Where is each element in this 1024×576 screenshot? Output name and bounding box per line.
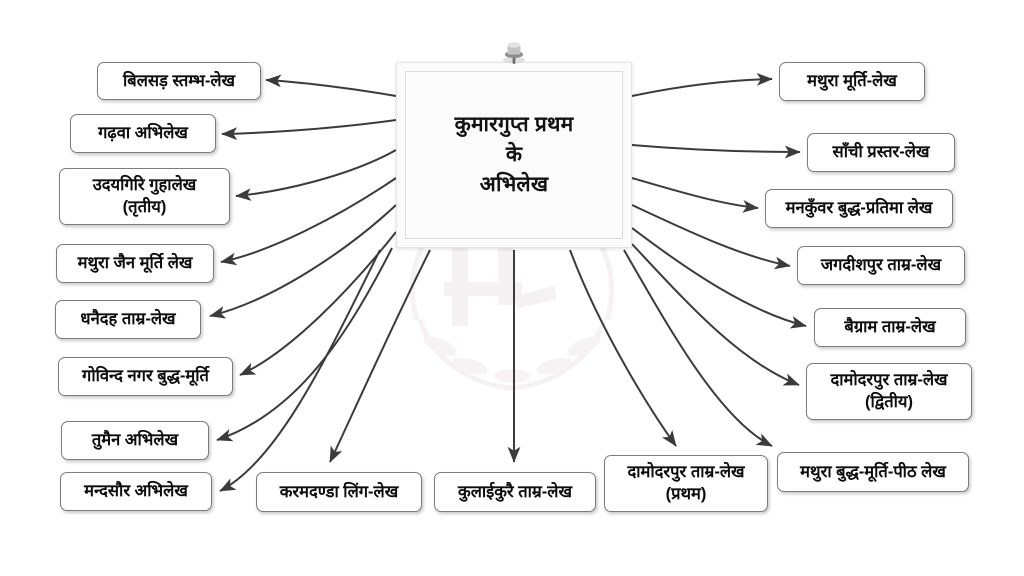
center-node[interactable]: कुमारगुप्त प्रथम के अभिलेख [396,62,632,248]
right-node-4[interactable]: जगदीशपुर ताम्र-लेख [797,246,965,285]
node-label: मथुरा जैन मूर्ति लेख [65,253,205,274]
left-node-5[interactable]: धनैदह ताम्र-लेख [55,300,201,339]
node-label: दामोदरपुर ताम्र-लेख (द्वितीय) [815,370,963,413]
node-label: बैग्राम ताम्र-लेख [823,317,957,338]
node-label-line: जगदीशपुर ताम्र-लेख [820,256,942,275]
left-node-1[interactable]: बिलसड़ स्तम्भ-लेख [97,62,261,100]
connector-right-7 [623,249,773,447]
node-label: कुलाईकुरै ताम्र-लेख [443,482,587,503]
node-label-line: गढ़वा अभिलेख [98,124,188,143]
right-node-5[interactable]: बैग्राम ताम्र-लेख [814,308,966,347]
center-title-line-2: के [505,143,523,167]
node-label: दामोदरपुर ताम्र-लेख (प्रथम) [613,462,759,505]
node-label-line: मन्दसौर अभिलेख [84,482,188,501]
bottom-node-2[interactable]: कुलाईकुरै ताम्र-लेख [434,472,596,512]
bottom-node-1[interactable]: करमदण्डा लिंग-लेख [256,472,422,512]
connector-left-5 [209,204,397,319]
connector-left-7 [216,247,393,442]
node-label-line: मथुरा मूर्ति-लेख [807,72,897,91]
node-label: गढ़वा अभिलेख [79,123,207,144]
center-node-inner: कुमारगुप्त प्रथम के अभिलेख [405,71,623,239]
connector-left-4 [220,177,397,266]
center-title-line-3: अभिलेख [479,172,549,196]
connector-bottom-3 [569,249,677,447]
left-node-4[interactable]: मथुरा जैन मूर्ति लेख [56,244,214,283]
node-label-line: गोविन्द नगर बुद्ध-मूर्ति [82,367,209,386]
node-label: मथुरा बुद्ध-मूर्ति-पीठ लेख [786,462,960,483]
right-node-1[interactable]: मथुरा मूर्ति-लेख [779,62,925,101]
node-label-line: मथुरा जैन मूर्ति लेख [77,254,193,273]
node-label-line: मनकुँवर बुद्ध-प्रतिमा लेख [785,199,933,218]
push-pin-icon [503,42,525,64]
node-label: तुमैन अभिलेख [70,430,200,451]
node-label: बिलसड़ स्तम्भ-लेख [106,71,252,92]
connector-right-1 [631,72,773,97]
node-label-line: कुलाईकुरै ताम्र-लेख [458,482,572,501]
connector-right-2 [631,144,801,159]
node-label: उदयगिरि गुहालेख (तृतीय) [68,175,221,218]
connector-left-8 [219,249,381,492]
left-node-3[interactable]: उदयगिरि गुहालेख (तृतीय) [59,168,230,225]
left-node-6[interactable]: गोविन्द नगर बुद्ध-मूर्ति [58,357,233,396]
right-node-7[interactable]: मथुरा बुद्ध-मूर्ति-पीठ लेख [777,452,969,492]
node-label-line: मथुरा बुद्ध-मूर्ति-पीठ लेख [800,462,946,481]
node-label: जगदीशपुर ताम्र-लेख [806,255,956,276]
node-label: गोविन्द नगर बुद्ध-मूर्ति [67,366,224,387]
bottom-node-3[interactable]: दामोदरपुर ताम्र-लेख (प्रथम) [604,455,768,512]
node-label: मनकुँवर बुद्ध-प्रतिमा लेख [774,198,944,219]
node-label-line: दामोदरपुर ताम्र-लेख [830,371,948,390]
connector-left-6 [239,231,397,376]
left-node-2[interactable]: गढ़वा अभिलेख [70,114,216,153]
node-label-line: साँची प्रस्तर-लेख [832,143,930,162]
node-label-line: (तृतीय) [122,197,167,216]
right-node-2[interactable]: साँची प्रस्तर-लेख [807,133,955,172]
node-label-line: धनैदह ताम्र-लेख [80,310,176,329]
center-title-line-1: कुमारगुप्त प्रथम [454,113,574,137]
node-label-line: तुमैन अभिलेख [91,431,179,450]
node-label-line: दामोदरपुर ताम्र-लेख [627,463,745,482]
right-node-3[interactable]: मनकुँवर बुद्ध-प्रतिमा लेख [765,189,953,228]
connector-left-2 [221,119,397,141]
connector-bottom-1 [329,249,431,463]
node-label-line: (प्रथम) [665,484,707,503]
left-node-8[interactable]: मन्दसौर अभिलेख [60,472,212,511]
right-node-6[interactable]: दामोदरपुर ताम्र-लेख (द्वितीय) [806,363,972,420]
node-label-line: (द्वितीय) [865,392,913,411]
node-label-line: बिलसड़ स्तम्भ-लेख [123,71,235,90]
node-label: मन्दसौर अभिलेख [69,481,203,502]
connector-left-3 [235,149,397,201]
connector-left-1 [265,74,397,97]
node-label-line: बैग्राम ताम्र-लेख [844,318,936,337]
connector-right-3 [631,177,759,213]
node-label: करमदण्डा लिंग-लेख [265,482,413,503]
connector-right-5 [631,227,807,329]
node-label-line: उदयगिरि गुहालेख [92,176,197,195]
node-label-line: करमदण्डा लिंग-लेख [279,482,399,501]
left-node-7[interactable]: तुमैन अभिलेख [61,421,209,460]
node-label: साँची प्रस्तर-लेख [816,142,946,163]
node-label: धनैदह ताम्र-लेख [64,309,192,330]
node-label: मथुरा मूर्ति-लेख [788,71,916,92]
connector-right-6 [631,243,800,386]
